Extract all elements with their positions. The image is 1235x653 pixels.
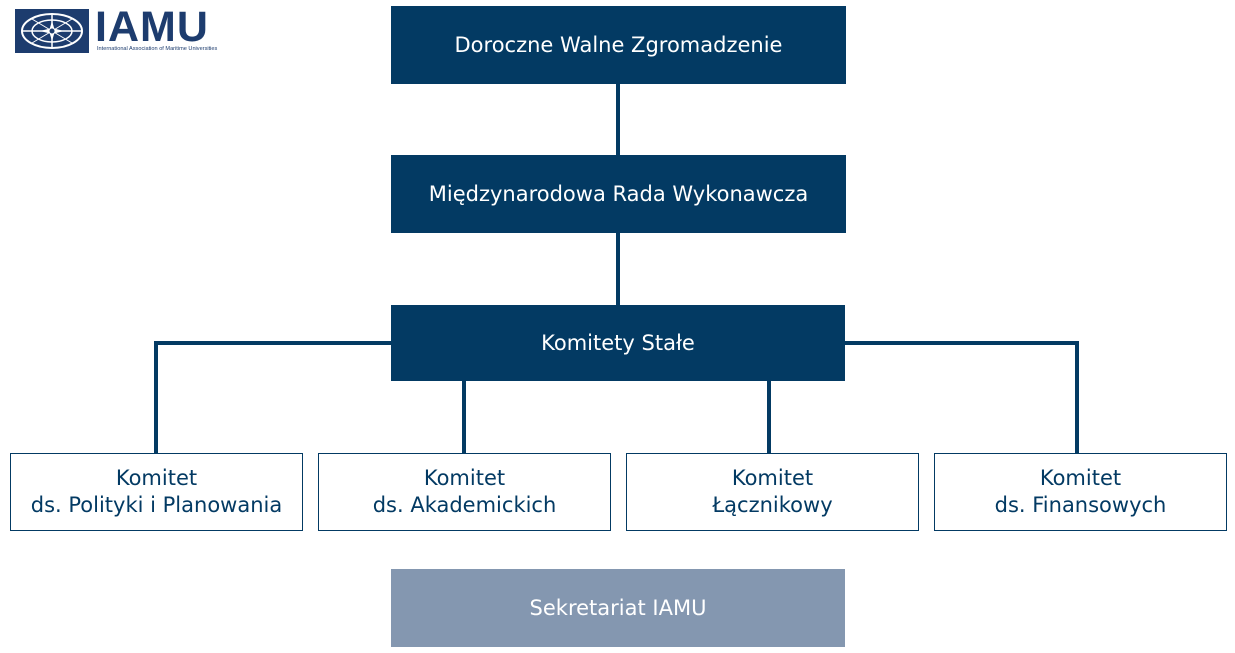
- committee-liaison-box: Komitet Łącznikowy: [626, 453, 919, 531]
- council-box: Międzynarodowa Rada Wykonawcza: [391, 155, 846, 233]
- committee-academic-box: Komitet ds. Akademickich: [318, 453, 611, 531]
- secretariat-label: Sekretariat IAMU: [529, 596, 707, 620]
- committee-academic-line2: ds. Akademickich: [372, 493, 557, 517]
- committee-policy-box: Komitet ds. Polityki i Planowania: [10, 453, 303, 531]
- connector-to-committee-finance: [845, 341, 1079, 454]
- standing-committees-box: Komitety Stałe: [391, 305, 845, 381]
- committee-policy-line1: Komitet: [115, 466, 198, 490]
- committee-finance-line2: ds. Finansowych: [994, 493, 1167, 517]
- iamu-logo: IAMU International Association of Mariti…: [15, 3, 230, 55]
- secretariat-box: Sekretariat IAMU: [391, 569, 845, 647]
- committee-liaison-line1: Komitet: [731, 466, 814, 490]
- logo-subtitle: International Association of Maritime Un…: [97, 46, 218, 52]
- committee-policy-line2: ds. Polityki i Planowania: [30, 493, 283, 517]
- standing-committees-label: Komitety Stałe: [541, 331, 695, 355]
- council-label: Międzynarodowa Rada Wykonawcza: [428, 182, 809, 206]
- committee-finance-box: Komitet ds. Finansowych: [934, 453, 1227, 531]
- assembly-label: Doroczne Walne Zgromadzenie: [454, 33, 783, 57]
- assembly-box: Doroczne Walne Zgromadzenie: [391, 6, 846, 84]
- committee-liaison-line2: Łącznikowy: [712, 493, 833, 517]
- logo-wordmark: IAMU: [95, 3, 209, 51]
- compass-rose-icon: [15, 9, 89, 53]
- connector-to-committee-policy: [154, 341, 391, 454]
- committee-academic-line1: Komitet: [423, 466, 506, 490]
- committee-finance-line1: Komitet: [1039, 466, 1122, 490]
